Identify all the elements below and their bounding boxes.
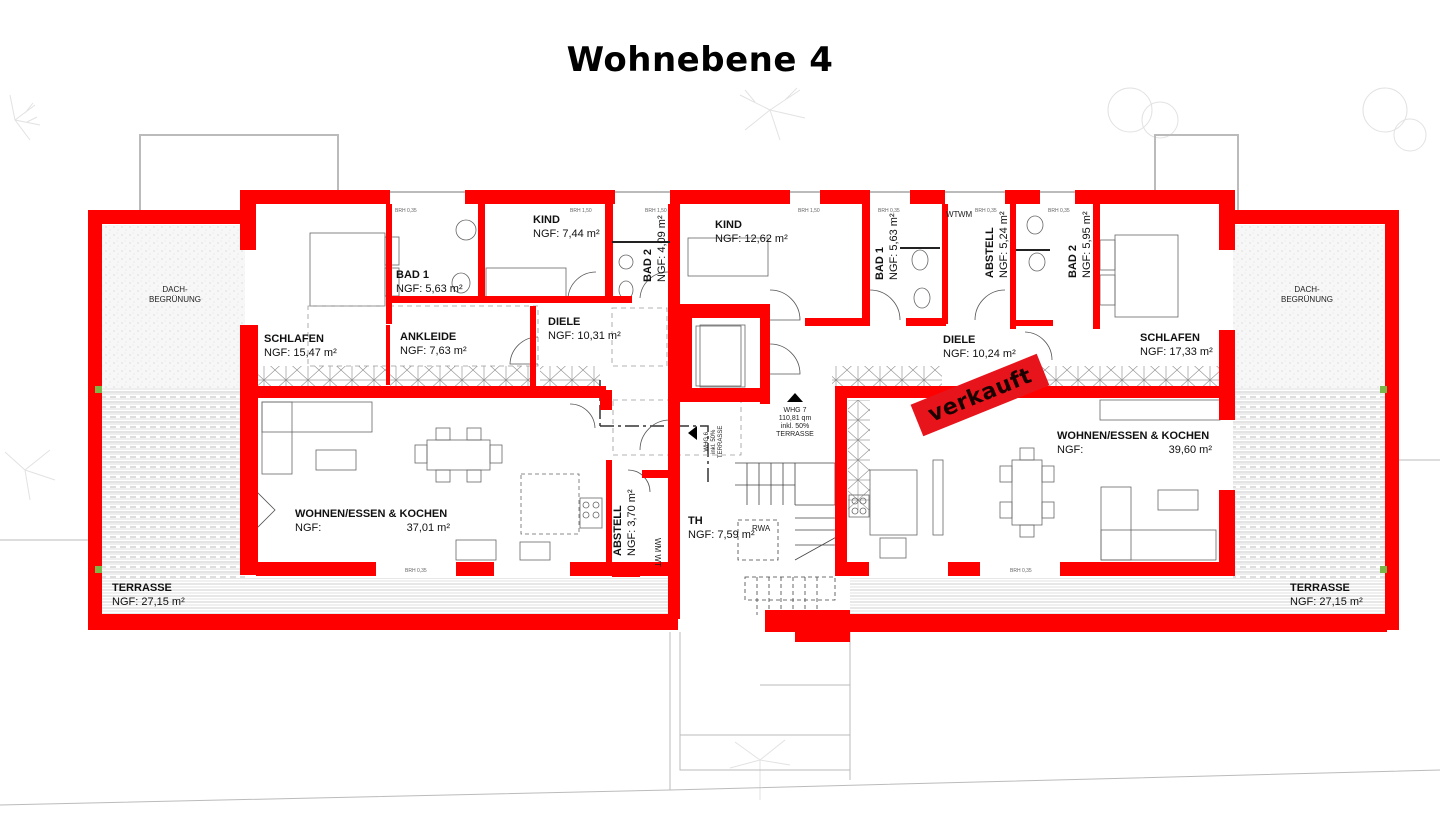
room-name: DIELE: [943, 334, 976, 346]
area-label: NGF:: [1057, 444, 1084, 456]
appliance-wm: WM: [958, 210, 973, 219]
area-value: 39,60 m²: [1168, 444, 1212, 456]
triangle-markers: [688, 393, 803, 440]
site-lines: [0, 459, 1440, 806]
unit-whg7-info: WHG 7 110,81 qm inkl. 50% TERRASSE: [765, 407, 825, 439]
room-th: TH NGF: 7,59 m²: [688, 514, 755, 542]
room-area: NGF: 27,15 m²: [1290, 596, 1363, 608]
window-label: BRH 0,35: [405, 568, 427, 574]
whg6-note2: TERRASSE: [718, 425, 724, 458]
window-label: BRH 1,50: [798, 208, 820, 214]
room-diele-right: DIELE NGF: 10,24 m²: [943, 333, 1016, 361]
room-area: NGF: 15,47 m²: [264, 347, 337, 359]
room-area: NGF: 4,09 m²: [656, 215, 668, 282]
whg6-note: inkl. 50%: [711, 429, 717, 455]
furniture-left: [261, 219, 769, 561]
room-abstell-left: ABSTELL NGF: 3,70 m²: [611, 489, 639, 556]
room-name: SCHLAFEN: [1140, 332, 1200, 344]
appliance-wt: WT: [946, 210, 959, 219]
room-area: NGF: 10,24 m²: [943, 348, 1016, 360]
window-label: BRH 0,35: [878, 208, 900, 214]
whg7-note2: TERRASSE: [776, 431, 814, 438]
room-name: TERRASSE: [112, 582, 172, 594]
green-roof-right: [1233, 225, 1385, 388]
room-area: NGF: 7,63 m²: [400, 345, 467, 357]
window-label: BRH 1,50: [645, 208, 667, 214]
green-roof-right-label: DACH- BEGRÜNUNG: [1280, 285, 1333, 304]
room-schlafen-left: SCHLAFEN NGF: 15,47 m²: [264, 332, 337, 360]
room-bad1-left: BAD 1 NGF: 5,63 m²: [396, 268, 463, 296]
room-name: BAD 1: [874, 246, 886, 280]
whg7-note: inkl. 50%: [780, 423, 810, 430]
room-name: DIELE: [548, 316, 581, 328]
room-area: NGF: 5,63 m²: [888, 213, 900, 280]
green-roof-left: [100, 225, 245, 388]
window-label: BRH 1,50: [570, 208, 592, 214]
window-label: BRH 0,35: [975, 208, 997, 214]
room-area: NGF: 17,33 m²: [1140, 346, 1213, 358]
unit-whg6-info: WHG 6 inkl. 50% TERRASSE: [704, 426, 725, 458]
room-kind-left: KIND NGF: 7,44 m²: [533, 213, 600, 241]
room-bad2-left: BAD 2 NGF: 4,09 m²: [641, 215, 669, 282]
room-name: WOHNEN/ESSEN & KOCHEN: [295, 508, 448, 520]
room-area: NGF: 5,95 m²: [1081, 211, 1093, 278]
appliances-right-2: WM: [958, 210, 972, 219]
room-name: ABSTELL: [612, 505, 624, 556]
room-bad1-right: BAD 1 NGF: 5,63 m²: [873, 213, 901, 280]
room-bad2-right: BAD 2 NGF: 5,95 m²: [1066, 211, 1094, 278]
appliances-right: WT: [946, 210, 958, 219]
room-name: TERRASSE: [1290, 582, 1350, 594]
whg7-area: 110,81 qm: [778, 415, 812, 422]
room-area: NGF: 7,44 m²: [533, 228, 600, 240]
room-name: ANKLEIDE: [400, 331, 457, 343]
room-name: KIND: [715, 219, 742, 231]
room-area: NGF: 27,15 m²: [112, 596, 185, 608]
room-kind-right: KIND NGF: 12,62 m²: [715, 218, 788, 246]
walls: [88, 190, 1399, 642]
room-area: NGF: 7,59 m²: [688, 529, 755, 541]
room-wohnen-left: WOHNEN/ESSEN & KOCHEN NGF: 37,01 m²: [295, 507, 450, 535]
room-schlafen-right: SCHLAFEN NGF: 17,33 m²: [1140, 331, 1213, 359]
page-title: Wohnebene 4: [566, 40, 834, 80]
room-name: ABSTELL: [984, 227, 996, 278]
green-roof-left-label: DACH- BEGRÜNUNG: [148, 285, 201, 304]
terrace-right-deck: [1233, 388, 1385, 610]
room-name: BAD 2: [1067, 244, 1079, 278]
room-name: BAD 2: [642, 248, 654, 282]
room-diele-left: DIELE NGF: 10,31 m²: [548, 315, 621, 343]
room-name: WOHNEN/ESSEN & KOCHEN: [1057, 430, 1210, 442]
window-label: BRH 0,35: [395, 208, 417, 214]
room-wohnen-right: WOHNEN/ESSEN & KOCHEN NGF: 39,60 m²: [1057, 429, 1212, 457]
room-area: NGF: 12,62 m²: [715, 233, 788, 245]
terrace-left-deck: [100, 388, 245, 610]
room-abstell-right: ABSTELL NGF: 5,24 m²: [983, 211, 1011, 278]
whg7-name: WHG 7: [783, 407, 807, 414]
room-name: SCHLAFEN: [264, 333, 324, 345]
room-area: NGF: 5,24 m²: [998, 211, 1010, 278]
appliances-left: WM WT: [653, 538, 662, 567]
room-name: TH: [688, 515, 703, 527]
room-area: NGF: 3,70 m²: [626, 489, 638, 556]
room-ankleide: ANKLEIDE NGF: 7,63 m²: [400, 330, 467, 358]
room-name: BAD 1: [396, 269, 430, 281]
terrace-right: TERRASSE NGF: 27,15 m²: [1290, 581, 1363, 609]
terrace-left: TERRASSE NGF: 27,15 m²: [112, 581, 185, 609]
tree-sketches: [4, 87, 1427, 800]
room-name: KIND: [533, 214, 560, 226]
rwa-label: RWA: [752, 524, 771, 533]
room-area: NGF: 5,63 m²: [396, 283, 463, 295]
partitions: [612, 241, 1050, 251]
area-value: 37,01 m²: [406, 522, 450, 534]
area-label: NGF:: [295, 522, 322, 534]
room-area: NGF: 10,31 m²: [548, 330, 621, 342]
markers: [95, 386, 1387, 573]
window-label: BRH 0,35: [1010, 568, 1032, 574]
window-label: BRH 0,35: [1048, 208, 1070, 214]
whg6-name: WHG 6: [704, 432, 710, 452]
